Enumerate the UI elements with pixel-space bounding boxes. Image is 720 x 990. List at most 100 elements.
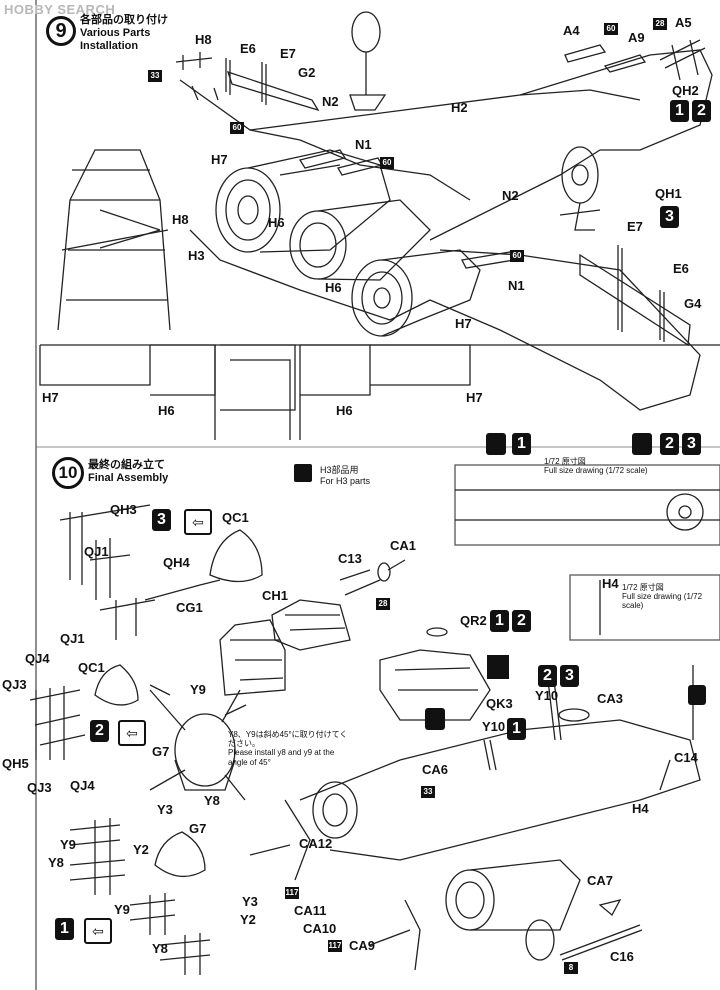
part-label: N1 (355, 137, 372, 152)
part-label: Y9 (190, 682, 206, 697)
part-label: E6 (240, 41, 256, 56)
option-badge-2: 2 (90, 720, 109, 742)
part-label: QJ4 (25, 651, 50, 666)
part-label: A5 (675, 15, 692, 30)
option-number: 2 (660, 433, 679, 455)
part-label: C13 (338, 551, 362, 566)
part-label: QJ3 (2, 677, 27, 692)
cut-icon (487, 655, 509, 679)
option-number: 2 (512, 610, 531, 632)
part-label: H6 (268, 215, 285, 230)
part-label: E7 (627, 219, 643, 234)
part-label: H8 (172, 212, 189, 227)
h3-note: H3部品用 For H3 parts (320, 465, 370, 487)
step-9-title-jp: 各部品の取り付け (80, 14, 168, 26)
part-label: H4 (632, 801, 649, 816)
option-number: 2 (538, 665, 557, 687)
part-label: H7 (42, 390, 59, 405)
part-label: QJ1 (60, 631, 85, 646)
paint-badge: 33 (421, 786, 435, 798)
part-label: Y9 (114, 902, 130, 917)
part-label: H8 (195, 32, 212, 47)
paint-badge: 60 (230, 122, 244, 134)
part-label: QC1 (78, 660, 105, 675)
option-number: 1 (512, 433, 531, 455)
option-badge-3: 3 (660, 206, 679, 228)
part-label: C16 (610, 949, 634, 964)
part-label: Y3 (157, 802, 173, 817)
part-label: H7 (211, 152, 228, 167)
part-label: QR2 (460, 613, 487, 628)
drill-hole-icon (688, 685, 706, 705)
part-label: H4 (602, 576, 619, 591)
part-label: Y8 (204, 793, 220, 808)
paint-badge: 60 (380, 157, 394, 169)
paint-badge: 117 (285, 887, 299, 899)
part-label: E6 (673, 261, 689, 276)
option-badge-1: 1 (512, 433, 531, 455)
part-label: CA7 (587, 873, 614, 888)
part-label: QK3 (486, 696, 513, 711)
fullsize-note-2: 1/72 原寸図 Full size drawing (1/72 scale) (622, 583, 720, 611)
step-9-number: 9 (46, 16, 76, 46)
paint-badge: 60 (510, 250, 524, 262)
fullsize-note: 1/72 原寸図 Full size drawing (1/72 scale) (544, 457, 684, 475)
step-10-title: 最終の組み立て Final Assembly (88, 459, 168, 485)
paint-badge: 117 (328, 940, 342, 952)
drill-hole-icon (486, 433, 506, 455)
part-label: CA12 (299, 836, 333, 851)
part-label: N2 (322, 94, 339, 109)
paint-badge: 33 (148, 70, 162, 82)
step-9-title-en2: Installation (80, 40, 139, 53)
option-number: 1 (507, 718, 526, 740)
part-label: N1 (508, 278, 525, 293)
part-label: Y3 (242, 894, 258, 909)
option-number: 1 (670, 100, 689, 122)
part-label: CG1 (176, 600, 203, 615)
paint-badge: 28 (653, 18, 667, 30)
part-label: QH3 (110, 502, 137, 517)
option-badge-3b: 3 (152, 509, 171, 531)
option-badge-1d: 1 (55, 918, 74, 940)
part-label: H3 (188, 248, 205, 263)
h3-note-en: For H3 parts (320, 475, 371, 486)
part-label: H7 (466, 390, 483, 405)
arrow-left-icon: ⇦ (118, 720, 146, 746)
drill-hole-icon (632, 433, 652, 455)
step-9-title: 各部品の取り付け Various Parts Installation (80, 14, 168, 54)
part-label: Y9 (60, 837, 76, 852)
paint-badge: 60 (604, 23, 618, 35)
option-number: 3 (682, 433, 701, 455)
part-label: H6 (325, 280, 342, 295)
part-label: CA9 (349, 938, 376, 953)
fullsize-note-en: Full size drawing (1/72 scale) (544, 466, 648, 476)
part-label: CA6 (422, 762, 449, 777)
step-10-title-jp: 最終の組み立て (88, 459, 165, 471)
part-label: C14 (674, 750, 698, 765)
part-label: Y10 (535, 688, 559, 703)
option-number: 1 (55, 918, 74, 940)
drill-hole-icon (294, 464, 312, 482)
fullsize-note-jp: 1/72 原寸図 (544, 457, 586, 466)
arrow-left-icon: ⇦ (184, 509, 212, 535)
part-label: QJ1 (84, 544, 109, 559)
part-label: A9 (628, 30, 645, 45)
option-number: 2 (90, 720, 109, 742)
part-label: QJ3 (27, 780, 52, 795)
part-label: H7 (455, 316, 472, 331)
part-label: G4 (684, 296, 702, 311)
fullsize2-note-jp: 1/72 原寸図 (622, 583, 664, 592)
part-label: G2 (298, 65, 316, 80)
part-label: CA11 (294, 903, 327, 918)
step-10-number: 10 (52, 457, 84, 489)
option-number: 1 (490, 610, 509, 632)
part-label: N2 (502, 188, 519, 203)
part-label: G7 (152, 744, 170, 759)
part-label: H6 (158, 403, 175, 418)
part-label: QJ4 (70, 778, 95, 793)
part-label: Y8 (48, 855, 64, 870)
h3-note-jp: H3部品用 (320, 465, 359, 475)
y8-y9-note-jp: Y8、Y9は斜め45°に取り付けてください。 (228, 730, 348, 749)
